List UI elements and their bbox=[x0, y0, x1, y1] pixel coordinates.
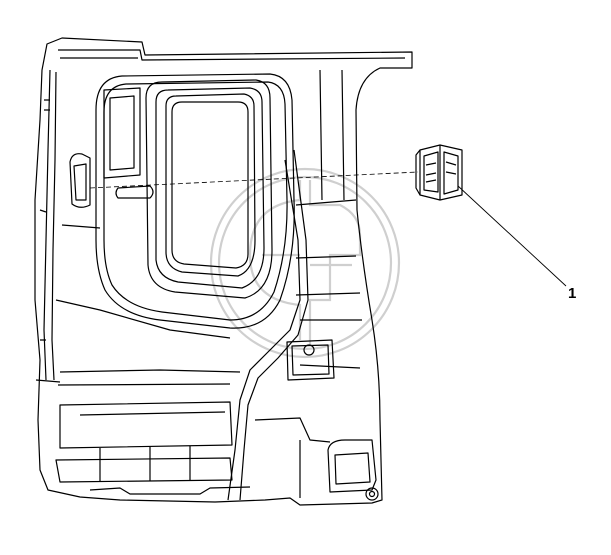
side-trim-panel bbox=[34, 37, 413, 506]
installation-line bbox=[89, 171, 419, 189]
callout-number: 1 bbox=[568, 285, 577, 302]
switch-component bbox=[415, 144, 463, 201]
brand-logo-watermark bbox=[209, 167, 401, 359]
callout-leader-line bbox=[457, 185, 567, 287]
